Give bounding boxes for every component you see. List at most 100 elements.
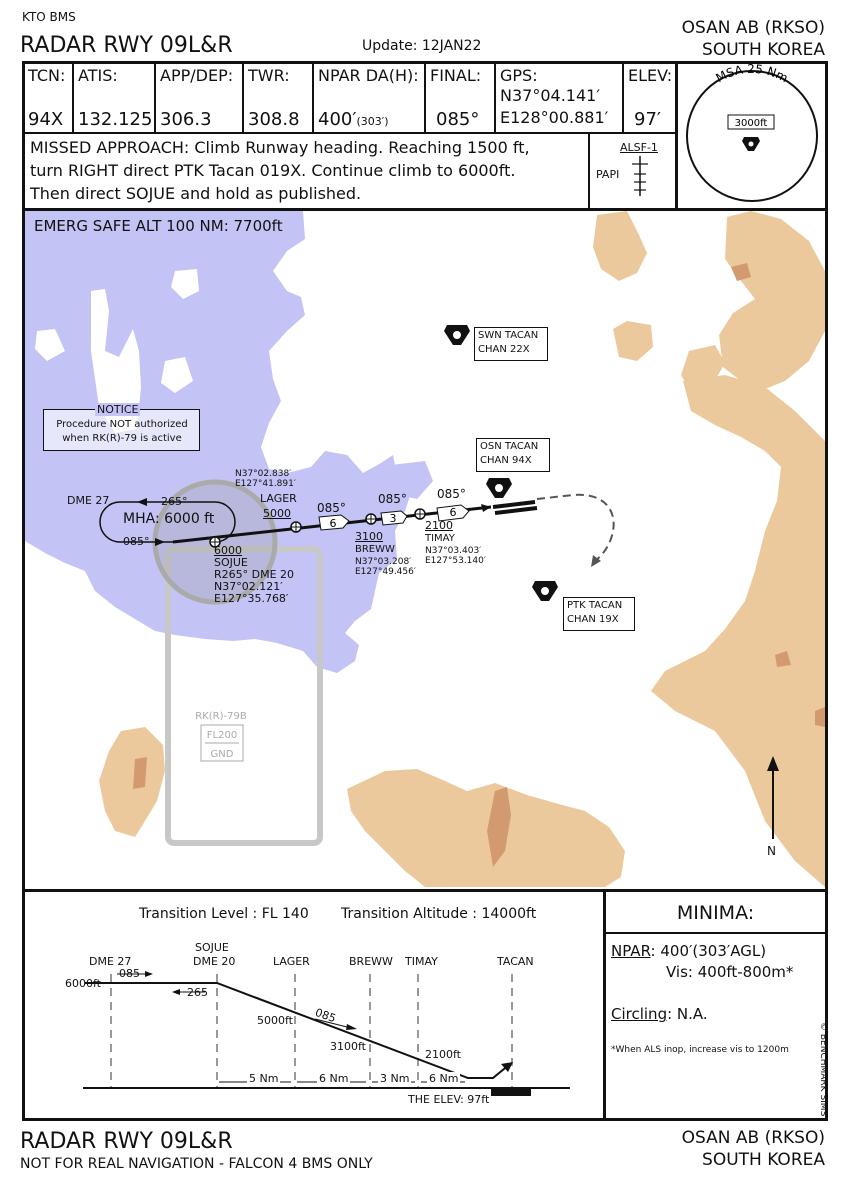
elev-cell: ELEV: 97′ <box>624 64 676 132</box>
profile-svg <box>83 971 570 1096</box>
fix-lager <box>290 521 302 533</box>
lager-lat: N37°02.838′ <box>235 469 292 479</box>
breww-alt: 3100 <box>355 530 383 543</box>
emerg-safe-alt: EMERG SAFE ALT 100 NM: 7700ft <box>34 217 283 235</box>
circling-val: : N.A. <box>667 1005 708 1023</box>
distance-flag-1: 6 <box>318 514 350 531</box>
npar-key: NPAR <box>611 942 651 960</box>
atis-cell: ATIS: 132.125 <box>74 64 156 132</box>
water-area <box>161 357 193 393</box>
transition-level: Transition Level : FL 140 <box>139 906 309 922</box>
alt-2100: 2100ft <box>425 1048 461 1061</box>
ptk-box <box>563 597 635 631</box>
dme27-label: DME 27 <box>67 494 110 507</box>
osn-tacan-icon <box>486 478 512 498</box>
water-area <box>171 269 199 299</box>
footer-country: SOUTH KOREA <box>702 1150 825 1170</box>
missed-line-1: MISSED APPROACH: Climb Runway heading. R… <box>30 138 530 157</box>
npar-cell: NPAR DA(H): 400′(303′) <box>314 64 426 132</box>
tcn-value: 94X <box>28 109 64 130</box>
profile-timay: TIMAY <box>405 955 438 968</box>
fix-breww <box>365 513 377 525</box>
fix-timay <box>414 508 426 520</box>
breww-lat: N37°03.208′ <box>355 557 412 567</box>
sojue-lon: E127°35.768′ <box>214 592 289 605</box>
profile-crs-265: 265 <box>187 986 208 999</box>
holding-pattern <box>99 501 236 543</box>
msa-label: MSA 25 Nm <box>714 63 791 85</box>
terrain-high <box>133 263 825 867</box>
msa-alt: 3000ft <box>735 118 768 129</box>
copyright: © BENCHMARK SIMS <box>818 1022 828 1117</box>
npar-value-group: 400′(303′) <box>318 109 389 130</box>
app-value: 306.3 <box>160 109 212 130</box>
airport-name: OSAN AB (RKSO) <box>681 18 825 38</box>
profile-dme20: DME 20 <box>193 955 236 968</box>
msa-circle <box>686 70 818 202</box>
notice-box <box>43 409 200 451</box>
plan-view: RK(R)-79B FL200 GND 6 3 6 EMERG SAFE ALT… <box>22 208 828 892</box>
timay-lon: E127°53.140′ <box>425 556 486 566</box>
country-name: SOUTH KOREA <box>702 40 825 60</box>
water-area <box>35 329 65 361</box>
osn-chan: CHAN 94X <box>480 455 532 466</box>
r79-name: RK(R)-79B <box>195 711 247 722</box>
osn-box <box>476 438 550 472</box>
elev-value: 97′ <box>634 109 661 130</box>
als-note: *When ALS inop, increase vis to 1200m <box>611 1045 789 1055</box>
timay-name: TIMAY <box>425 533 455 544</box>
alt-6000: 6000ft <box>65 977 101 990</box>
tcn-cell: TCN: 94X <box>24 64 74 132</box>
gps-north: N37°04.141′ <box>500 86 600 105</box>
ptk-name: PTK TACAN <box>567 600 623 611</box>
alt-3100: 3100ft <box>330 1040 366 1053</box>
runway <box>492 500 536 509</box>
svg-text:6: 6 <box>450 506 457 519</box>
lighting-icon <box>632 156 648 196</box>
distance-flag-2: 3 <box>380 510 408 526</box>
lights-divider <box>588 134 590 209</box>
profile-dme27: DME 27 <box>89 955 132 968</box>
sojue-name: SOJUE <box>214 556 248 569</box>
alt-5000: 5000ft <box>257 1014 293 1027</box>
profile-sojue: SOJUE <box>195 941 229 954</box>
final-cell: FINAL: 085° <box>426 64 496 132</box>
tacan-icon <box>742 137 760 151</box>
atis-label: ATIS: <box>78 66 118 85</box>
final-label: FINAL: <box>430 66 482 85</box>
terrain <box>99 211 825 887</box>
timay-lat: N37°03.403′ <box>425 546 482 556</box>
missed-approach-path <box>536 493 615 562</box>
gps-cell: GPS: N37°04.141′ E128°00.881′ <box>496 64 624 132</box>
swn-name: SWN TACAN <box>478 330 539 341</box>
missed-line-3: Then direct SOJUE and hold as published. <box>30 184 362 203</box>
ptk-tacan-icon <box>532 581 558 601</box>
swn-tacan-icon <box>444 325 470 345</box>
footer-airport: OSAN AB (RKSO) <box>681 1128 825 1148</box>
elev-label: ELEV: <box>628 66 673 85</box>
profile-box: Transition Level : FL 140 Transition Alt… <box>22 889 606 1121</box>
app-cell: APP/DEP: 306.3 <box>156 64 244 132</box>
plan-svg: RK(R)-79B FL200 GND 6 3 6 <box>25 211 825 887</box>
svg-text:6: 6 <box>330 517 337 530</box>
footer-disclaimer: NOT FOR REAL NAVIGATION - FALCON 4 BMS O… <box>20 1156 373 1172</box>
segment-1: 5 Nm <box>247 1072 281 1085</box>
swn-box <box>474 327 548 361</box>
runway-block <box>491 1088 531 1096</box>
svg-text:3: 3 <box>390 512 397 525</box>
app-label: APP/DEP: <box>160 66 234 85</box>
circling-minima: Circling: N.A. <box>611 1005 708 1023</box>
swn-chan: CHAN 22X <box>478 344 530 355</box>
gps-east: E128°00.881′ <box>500 108 609 127</box>
missed-line-2: turn RIGHT direct PTK Tacan 019X. Contin… <box>30 161 516 180</box>
profile-crs-085a: 085 <box>119 967 140 980</box>
sojue-radial: R265° DME 20 <box>214 568 295 581</box>
atis-value: 132.125 <box>78 109 153 130</box>
fix-lines <box>110 974 513 1087</box>
mha-label: MHA: 6000 ft <box>123 511 215 527</box>
course-2: 085° <box>378 492 407 506</box>
papi-label: PAPI <box>596 168 620 181</box>
sim-label: KTO BMS <box>22 10 76 24</box>
update-date: Update: 12JAN22 <box>362 38 482 54</box>
r79-bottom: GND <box>211 749 234 760</box>
